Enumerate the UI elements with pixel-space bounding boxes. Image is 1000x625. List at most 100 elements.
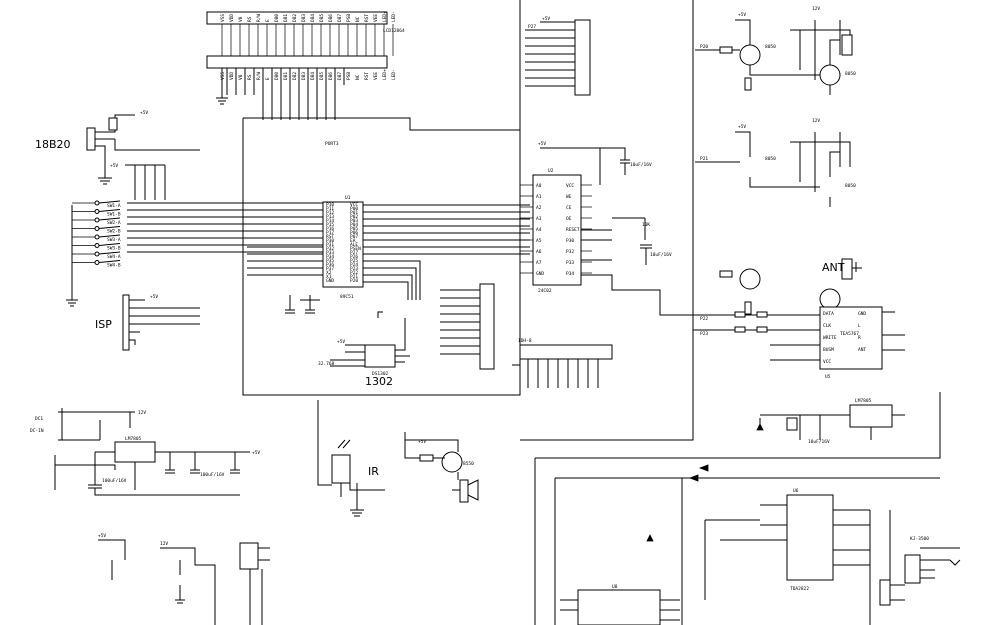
isp-label: ISP bbox=[95, 318, 112, 331]
mcu-pin-label: EA bbox=[350, 238, 356, 244]
lcd-pin-net-label: RST bbox=[364, 72, 370, 80]
isp-header: ISP +5V bbox=[95, 294, 200, 351]
svg-text:LM7805: LM7805 bbox=[125, 436, 142, 442]
lcd-pin-net-label: DB2 bbox=[292, 72, 298, 80]
u2-pin-label: A7 bbox=[536, 260, 542, 266]
rtc-part-label: DS1302 bbox=[372, 371, 389, 377]
svg-text:10uF/16V: 10uF/16V bbox=[630, 162, 652, 168]
vcc-label: +5V bbox=[738, 124, 746, 130]
driver-net-label: P20 bbox=[700, 44, 708, 50]
svg-text:12V: 12V bbox=[138, 410, 146, 416]
svg-text:+5V: +5V bbox=[542, 16, 550, 22]
lcd-pin-net-label: DB0 bbox=[274, 72, 280, 80]
mcu-pin-label: P01 bbox=[350, 210, 358, 216]
lcd-pin-net-label: E bbox=[265, 77, 271, 80]
mcu-pin-label: X2 bbox=[326, 270, 332, 276]
lcd-part-label: LCD12864 bbox=[383, 28, 405, 34]
u2-pin-label: CE bbox=[566, 205, 572, 211]
svg-text:LM7805: LM7805 bbox=[855, 398, 872, 404]
key-switch-label: SW1-B bbox=[107, 212, 121, 218]
lcd-pin-net-label: DB4 bbox=[310, 72, 316, 80]
u2-pin-label: A4 bbox=[536, 227, 542, 233]
fm-pin-label: VCC bbox=[823, 359, 831, 365]
lcd-pin-label: VSS bbox=[220, 14, 226, 22]
key-switch-label: SW2-A bbox=[107, 220, 121, 226]
key-switch-label: SW3-B bbox=[107, 246, 121, 252]
lcd-pin-label: DB1 bbox=[283, 14, 289, 22]
mcu-pin-label: GND bbox=[326, 278, 334, 284]
mcu-pin-label: X1 bbox=[326, 274, 332, 280]
lcd-pin-label: E bbox=[265, 19, 271, 22]
mcu-pin-label: P02 bbox=[350, 214, 358, 220]
lcd-pin-label: LED+ bbox=[382, 11, 388, 22]
key-bus bbox=[127, 202, 323, 253]
lcd-pin-net-label: NC bbox=[355, 74, 361, 80]
temp-sensor: 18B20 +5V bbox=[35, 110, 200, 185]
mcu-pin-label: P15 bbox=[326, 222, 334, 228]
lcd-pin-label: RS bbox=[247, 16, 253, 22]
key-resistor-net bbox=[66, 164, 166, 307]
lcd-pin-label: DB2 bbox=[292, 14, 298, 22]
transistor-label: 8050 bbox=[845, 71, 856, 77]
transistor-label: 8050 bbox=[765, 44, 776, 50]
fm-pin-label: CLK bbox=[823, 323, 831, 329]
lcd-pin-label: VEE bbox=[373, 14, 379, 22]
mcu-pin-label: P00 bbox=[350, 206, 358, 212]
mcu-pin-label: P32 bbox=[326, 246, 334, 252]
svg-text:8550: 8550 bbox=[463, 461, 474, 467]
lcd-pin-label: V0 bbox=[238, 16, 244, 22]
svg-text:U2: U2 bbox=[548, 168, 554, 174]
audio-amplifier: U6 TDA2822 bbox=[534, 392, 960, 625]
lcd-header: LCD12864 bbox=[206, 11, 405, 69]
u2-pin-label: A0 bbox=[536, 183, 542, 189]
lcd-pin-label: DB6 bbox=[328, 14, 334, 22]
mcu-right-pins: VCCP00P01P02P03P04P05P06P07EAALEPSENP27P… bbox=[350, 202, 361, 284]
rtc-label: 1302 bbox=[365, 375, 393, 388]
lcd-pin-net-label: DB1 bbox=[283, 72, 289, 80]
mcu-pin-label: P07 bbox=[350, 234, 358, 240]
mcu-pin-label: P16 bbox=[326, 226, 334, 232]
lcd-pin-net-label: DB3 bbox=[301, 72, 307, 80]
u2-pin-label: A2 bbox=[536, 205, 542, 211]
u2-pin-label: P30 bbox=[566, 238, 574, 244]
lcd-pin-net-label: VSS bbox=[220, 72, 226, 80]
lcd-pin-net-label: DB7 bbox=[337, 72, 343, 80]
key-switch-label: SW4-B bbox=[107, 263, 121, 269]
svg-text:100uF/16V: 100uF/16V bbox=[102, 478, 127, 484]
u2-part-label: 24C02 bbox=[538, 288, 552, 294]
mcu-pin-label: P14 bbox=[326, 218, 334, 224]
crystal-net bbox=[285, 295, 320, 314]
lcd-pin-label: DB4 bbox=[310, 14, 316, 22]
sensor-label: 18B20 bbox=[35, 138, 71, 151]
svg-text:TDA2822: TDA2822 bbox=[790, 586, 809, 592]
regulator-2: LM7805 10uF/16V bbox=[759, 398, 905, 445]
fm-pin-label: GND bbox=[858, 311, 866, 317]
lcd-bus-wires bbox=[226, 68, 345, 120]
fm-pin-label: WRITE bbox=[823, 335, 837, 341]
mcu-pin-label: RST bbox=[326, 234, 334, 240]
svg-text:10uF/16V: 10uF/16V bbox=[650, 252, 672, 258]
svg-text:+5V: +5V bbox=[337, 339, 345, 345]
ant-label: ANT bbox=[822, 261, 845, 274]
mcu-pin-label: P11 bbox=[326, 206, 334, 212]
mcu-pin-label: P12 bbox=[326, 210, 334, 216]
mcu-to-u2-bus bbox=[363, 204, 530, 255]
signal-arrow bbox=[698, 464, 709, 472]
ir-receiver: IR bbox=[317, 400, 385, 517]
ir-label: IR bbox=[368, 465, 379, 478]
lcd-pin-label: NC bbox=[355, 16, 361, 22]
mcu-pin-label: P24 bbox=[350, 262, 358, 268]
vcc-label: 12V bbox=[812, 118, 820, 124]
u2-pin-label: RESET bbox=[566, 227, 580, 233]
mcu-pin-label: P06 bbox=[350, 230, 358, 236]
u8-chip: U8 bbox=[560, 584, 680, 625]
lcd-pin-net-label: V0 bbox=[238, 74, 244, 80]
mcu-pin-label: P03 bbox=[350, 218, 358, 224]
u2-cap-network bbox=[540, 147, 652, 265]
lcd-pin-net-label: LED- bbox=[391, 69, 397, 80]
mcu-pin-label: P27 bbox=[350, 250, 358, 256]
svg-text:U6: U6 bbox=[793, 488, 799, 494]
